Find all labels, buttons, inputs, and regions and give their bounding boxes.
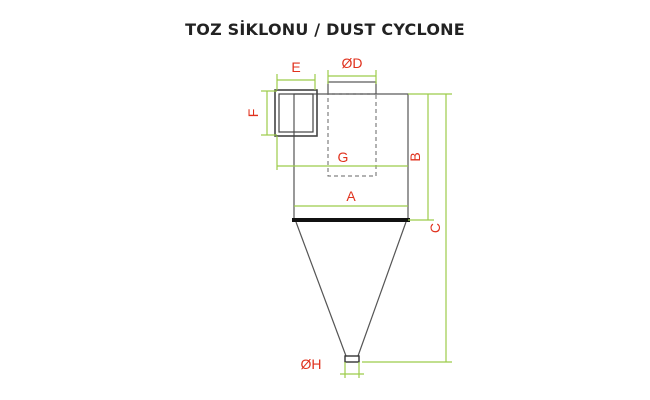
outlet-pipe-stub	[327, 81, 377, 95]
flange	[292, 218, 410, 222]
diagram-title: TOZ SİKLONU / DUST CYCLONE	[185, 20, 465, 39]
dimension-c-label: C	[427, 223, 443, 233]
dimension-a-label: A	[346, 188, 356, 204]
dimension-f-label: F	[245, 109, 261, 118]
dimension-d-label: ØD	[342, 55, 363, 71]
inlet-box-outer	[274, 89, 318, 137]
dust-outlet	[344, 355, 360, 363]
dimension-h-label: ØH	[301, 356, 322, 372]
dimension-b-label: B	[407, 152, 423, 161]
dimension-e-label: E	[291, 59, 300, 75]
cone-left-edge	[295, 221, 347, 357]
dimension-g-label: G	[338, 149, 349, 165]
cone-right-edge	[357, 221, 407, 357]
inlet-box-inner	[278, 93, 314, 133]
vortex-finder-dashed	[327, 93, 377, 177]
